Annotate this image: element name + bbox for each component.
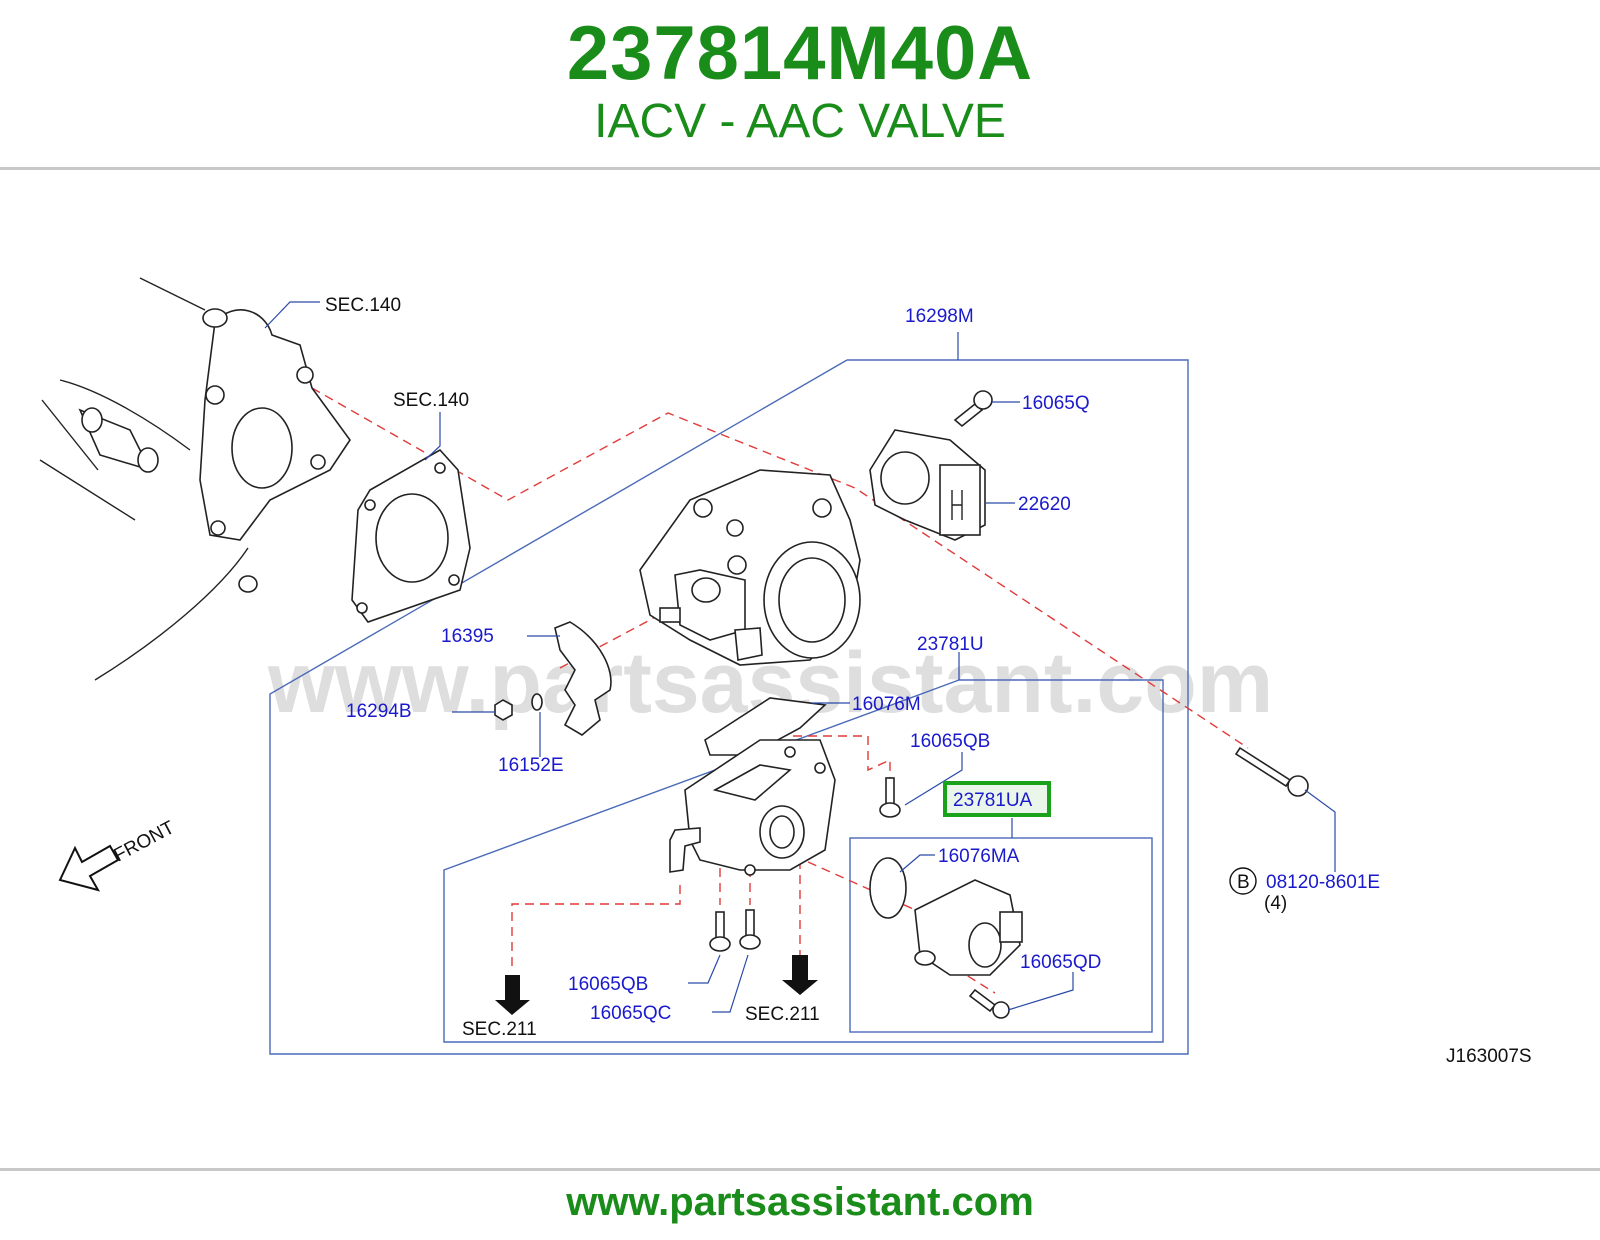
label-23781U[interactable]: 23781U — [917, 634, 984, 655]
label-16076MA[interactable]: 16076MA — [938, 846, 1020, 867]
bolt-b-marker-circle — [1229, 867, 1257, 895]
alignment-line-screws — [791, 735, 891, 790]
leader-08120-8601E — [1304, 789, 1336, 872]
highlight-box-23781UA — [943, 781, 1051, 817]
label-16065Q[interactable]: 16065Q — [1022, 393, 1090, 414]
screw-16065QB-top-drawing — [879, 777, 901, 818]
iacv-body-drawing — [669, 739, 836, 876]
leader-sec140-mid — [424, 412, 441, 461]
label-16395[interactable]: 16395 — [441, 626, 494, 647]
label-16152E[interactable]: 16152E — [498, 755, 564, 776]
leader-16065QB-top — [904, 752, 963, 806]
washer-16152E-drawing — [531, 693, 543, 711]
label-16065QC[interactable]: 16065QC — [590, 1003, 671, 1024]
label-22620[interactable]: 22620 — [1018, 494, 1071, 515]
leader-16065QC — [712, 954, 749, 1013]
part-number-title: 237814M40A — [566, 11, 1034, 96]
gasket-16076M-drawing — [704, 697, 827, 756]
bolt-08120-8601E-drawing — [1234, 746, 1309, 797]
arrow-sec211-left — [495, 975, 530, 1015]
label-16065QB-top[interactable]: 16065QB — [910, 731, 990, 752]
aac-valve-subassembly-box — [849, 837, 1153, 1033]
iacv-assembly-box — [443, 679, 1164, 1043]
leader-16076MA — [899, 854, 935, 873]
header-divider — [0, 167, 1600, 170]
label-bolt-b-qty: (4) — [1264, 893, 1287, 914]
arrow-sec211-right — [782, 955, 818, 995]
label-bolt-b-marker: B — [1237, 872, 1250, 893]
footer-divider — [0, 1168, 1600, 1171]
footer-site-link[interactable]: www.partsassistant.com — [566, 1180, 1034, 1224]
throttle-body-assembly-box — [269, 359, 1189, 1055]
alignment-line-valve — [807, 861, 921, 913]
alignment-line-sec211-left — [511, 885, 681, 972]
screw-16065QB-bottom-drawing — [709, 911, 731, 952]
gasket-16076MA-drawing — [869, 857, 907, 919]
label-16065QB-bottom[interactable]: 16065QB — [568, 974, 648, 995]
label-sec140-top: SEC.140 — [325, 295, 401, 316]
leader-sec140-top — [264, 301, 320, 329]
bolt-16065Q-drawing — [953, 390, 993, 428]
flange-gasket-drawing — [351, 448, 471, 623]
label-08120-8601E[interactable]: 08120-8601E — [1266, 872, 1380, 893]
part-description-subtitle: IACV - AAC VALVE — [594, 95, 1006, 148]
intake-manifold-drawing — [39, 277, 351, 681]
throttle-sensor-drawing — [869, 429, 986, 541]
nut-16294B-drawing — [494, 699, 513, 721]
throttle-body-drawing — [639, 469, 861, 666]
screw-16065QC-drawing — [739, 909, 761, 950]
label-16294B[interactable]: 16294B — [346, 701, 412, 722]
leader-16065QB-bottom — [688, 954, 721, 984]
label-23781UA[interactable]: 23781UA — [953, 790, 1033, 811]
label-16298M[interactable]: 16298M — [905, 306, 974, 327]
label-16076M[interactable]: 16076M — [852, 694, 921, 715]
front-direction-arrow — [58, 844, 120, 892]
label-16065QD[interactable]: 16065QD — [1020, 952, 1101, 973]
label-sec211-right: SEC.211 — [745, 1004, 820, 1025]
label-sec211-left: SEC.211 — [462, 1019, 537, 1040]
screw-16065QD-drawing — [968, 988, 1010, 1019]
leader-16065QD — [1007, 972, 1074, 1011]
label-sec140-mid: SEC.140 — [393, 390, 469, 411]
bracket-16395-drawing — [554, 621, 612, 736]
label-front: FRONT — [110, 817, 178, 866]
page-header: 237814M40A IACV - AAC VALVE — [0, 0, 1600, 168]
drawing-id: J163007S — [1446, 1046, 1532, 1067]
aac-valve-drawing — [914, 879, 1023, 976]
